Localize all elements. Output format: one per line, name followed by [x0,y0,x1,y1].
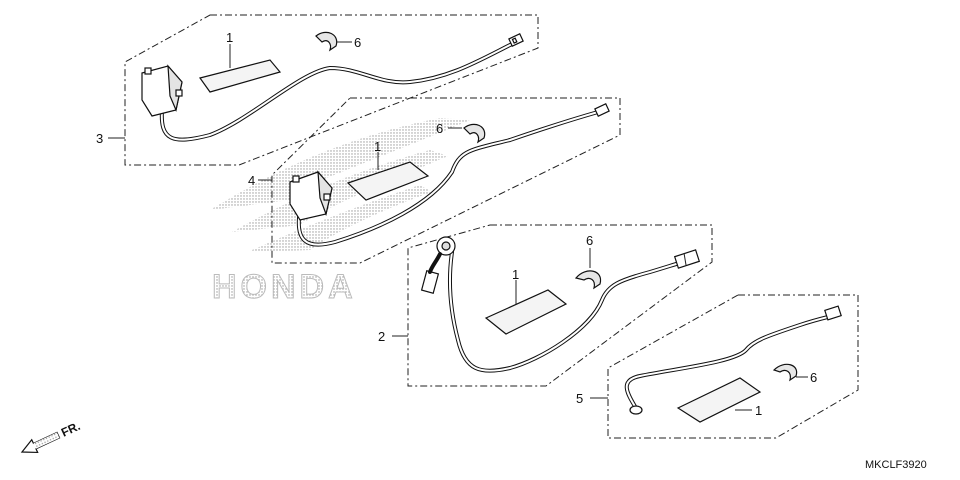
pad [346,161,430,201]
callout-6: 6 [586,233,593,248]
clip [574,270,602,290]
connector [673,249,701,269]
assembly-3: 1 6 3 [96,14,539,166]
callout-3: 3 [96,131,103,146]
callout-4: 4 [248,173,255,188]
callout-1: 1 [374,139,381,154]
assembly-4: 1 6 4 [248,97,621,264]
clip [315,31,338,52]
sensor [629,405,643,415]
clip [772,363,798,382]
connector [824,305,842,321]
watermark-text: HONDA [212,268,357,306]
drawing-code: MKCLF3920 [865,459,927,471]
clip [463,123,486,144]
callout-1: 1 [512,267,519,282]
connector [508,33,524,47]
pad [484,289,568,335]
callout-1: 1 [226,30,233,45]
callout-2: 2 [378,329,385,344]
assembly-2: 1 6 2 [378,224,713,387]
callout-1: 1 [755,403,762,418]
direction-label: FR. [59,419,82,440]
callout-6: 6 [354,35,361,50]
callout-5: 5 [576,391,583,406]
pad [676,377,762,423]
front-direction-arrow: FR. [20,419,82,454]
pad [199,59,282,93]
sensor [420,236,456,294]
callout-6: 6 [436,121,443,136]
control-unit [141,64,183,117]
control-unit [289,170,333,221]
honda-watermark: HONDA [210,118,470,307]
callout-6: 6 [810,370,817,385]
connector [594,103,610,117]
assembly-5: 6 1 5 [576,294,859,439]
